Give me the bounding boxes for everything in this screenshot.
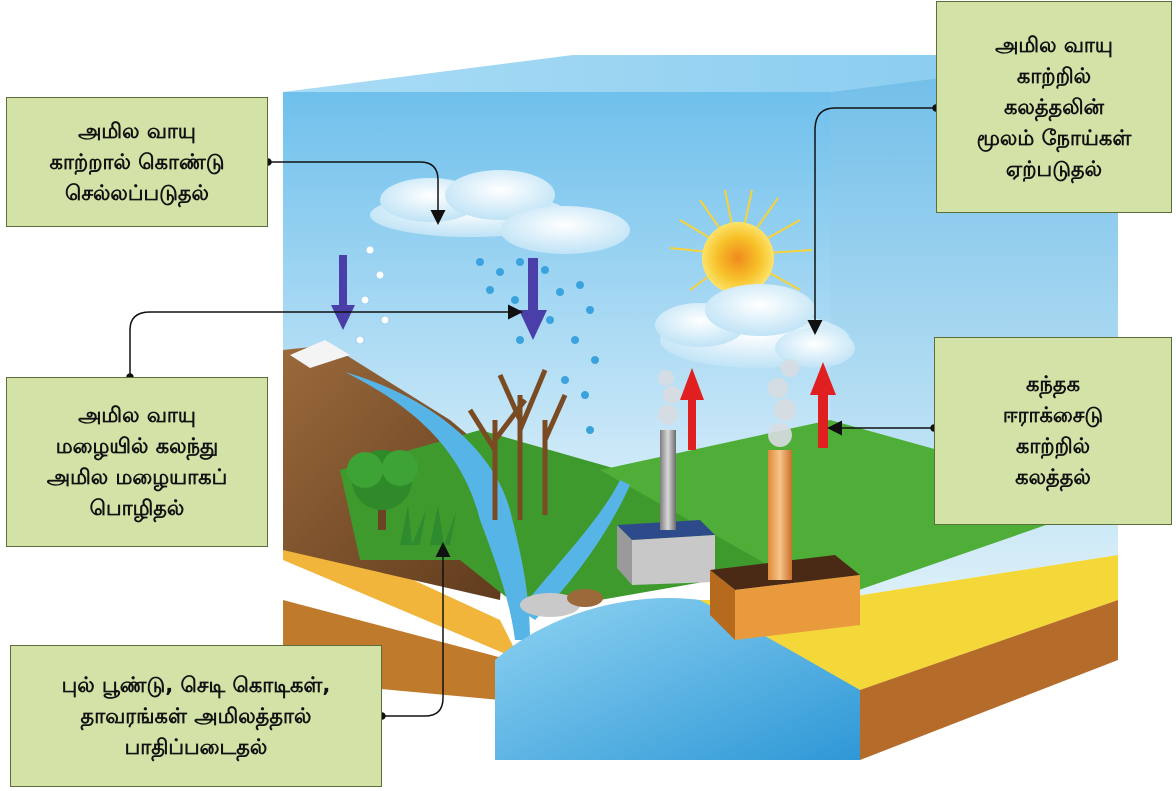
small-factory bbox=[617, 430, 715, 585]
lake bbox=[495, 598, 860, 760]
callout-diseases: அமில வாயு காற்றில் கலத்தலின் மூலம் நோய்க… bbox=[936, 1, 1172, 213]
dead-trees bbox=[467, 369, 568, 520]
sky-top-face bbox=[283, 55, 1118, 92]
right-strata bbox=[860, 600, 1118, 760]
cloud-right bbox=[655, 284, 855, 368]
green-tree bbox=[347, 450, 418, 530]
large-factory bbox=[710, 450, 860, 640]
callout-plants-affected: புல் பூண்டு, செடி கொடிகள், தாவரங்கள் அமி… bbox=[10, 645, 382, 787]
callout-connectors bbox=[126, 104, 940, 720]
smoke-arrows bbox=[680, 362, 836, 450]
river-branch bbox=[520, 480, 630, 620]
rocks bbox=[520, 589, 603, 617]
callout-so2-mixing: கந்தக ஈராக்சைடு காற்றில் கலத்தல் bbox=[934, 337, 1172, 525]
sun bbox=[669, 189, 813, 294]
lake-shore bbox=[700, 555, 1118, 690]
smoke-puffs bbox=[658, 359, 799, 447]
callout-acid-rain: அமில வாயு மழையில் கலந்து அமில மழையாகப் ப… bbox=[6, 377, 268, 547]
callout-wind-transport: அமில வாயு காற்றால் கொண்டு செல்லப்படுதல் bbox=[6, 97, 268, 227]
small-plants bbox=[400, 505, 456, 545]
